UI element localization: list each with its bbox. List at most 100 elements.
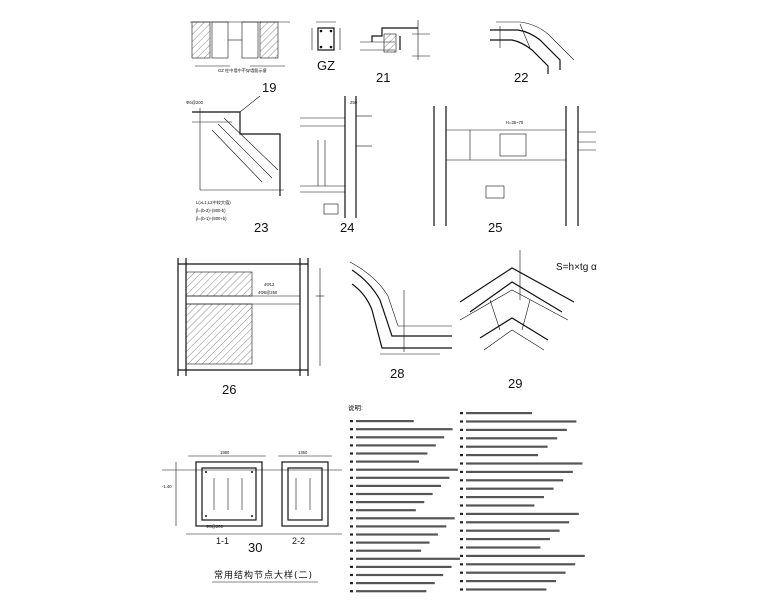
d26-b: 4Φ6@250 bbox=[258, 290, 278, 295]
note-number bbox=[460, 445, 463, 448]
note-number bbox=[350, 565, 353, 568]
note-line bbox=[466, 412, 532, 415]
note-line bbox=[356, 436, 445, 439]
d30-bar: Φ8@200 bbox=[206, 524, 224, 529]
d19-caption: GZ 柱中墙中不穿墙筋示意 bbox=[218, 67, 267, 74]
note-line bbox=[466, 529, 560, 532]
note-line bbox=[466, 479, 564, 482]
notes-right-column bbox=[460, 412, 585, 591]
note-number bbox=[460, 521, 463, 524]
note-number bbox=[350, 444, 353, 447]
detail-19: GZ 柱中墙中不穿墙筋示意 19 bbox=[190, 21, 290, 95]
note-line bbox=[356, 501, 425, 504]
detail-25: H=36~70 25 bbox=[433, 106, 596, 235]
detail-number-23: 23 bbox=[254, 220, 268, 235]
d26-a: 4Φ12 bbox=[264, 282, 275, 287]
note-number bbox=[350, 468, 353, 471]
wall-hatch-left bbox=[191, 21, 211, 59]
note-number bbox=[460, 420, 463, 423]
note-number bbox=[460, 529, 463, 532]
note-line bbox=[466, 462, 583, 465]
infill-top bbox=[185, 271, 253, 297]
note-number bbox=[460, 412, 463, 415]
note-number bbox=[460, 563, 463, 566]
note-line bbox=[356, 533, 438, 536]
section-1-1: 1-1 bbox=[216, 536, 229, 546]
note-number bbox=[460, 428, 463, 431]
svg-text:Φ6@200: Φ6@200 bbox=[186, 100, 204, 105]
note-line bbox=[466, 470, 573, 473]
note-line bbox=[356, 452, 428, 455]
note-line bbox=[356, 565, 452, 568]
detail-22: 22 bbox=[490, 21, 575, 85]
note-line bbox=[356, 573, 444, 577]
pit-section-2 bbox=[281, 461, 329, 527]
note-number bbox=[460, 512, 463, 515]
note-line bbox=[356, 484, 442, 487]
note-line bbox=[356, 428, 453, 431]
note-number bbox=[350, 582, 353, 585]
note-line bbox=[466, 428, 567, 431]
note-line bbox=[466, 512, 579, 515]
note-number bbox=[350, 492, 353, 496]
note-line bbox=[356, 557, 460, 560]
detail-29: S=h×tg α 29 bbox=[459, 250, 597, 391]
notes-title: 说明: bbox=[348, 403, 363, 412]
note-line bbox=[356, 541, 430, 544]
note-number bbox=[350, 420, 353, 423]
detail-30: 1980 1350 -1.40 Φ8@200 1-1 2-2 30 bbox=[162, 450, 342, 555]
note-number bbox=[350, 590, 353, 593]
note-number bbox=[460, 496, 463, 499]
note-line bbox=[466, 420, 577, 423]
note-line bbox=[466, 580, 556, 583]
notes-left-column bbox=[350, 420, 460, 593]
d25-h: H=36~70 bbox=[506, 120, 524, 125]
note-line bbox=[356, 590, 427, 593]
svg-text:β=(b-3)÷(800-b): β=(b-3)÷(800-b) bbox=[196, 208, 226, 213]
note-line bbox=[466, 546, 541, 549]
note-line bbox=[356, 444, 436, 447]
detail-number-24: 24 bbox=[340, 220, 354, 235]
d30-width-1: 1980 bbox=[220, 450, 230, 455]
detail-number-19: 19 bbox=[262, 80, 276, 95]
note-number bbox=[460, 470, 463, 473]
detail-20-gz: GZ bbox=[311, 21, 341, 73]
detail-number-25: 25 bbox=[488, 220, 502, 235]
note-number bbox=[350, 428, 353, 431]
note-number bbox=[460, 437, 463, 440]
note-number bbox=[460, 454, 463, 457]
note-number bbox=[460, 554, 463, 557]
note-line bbox=[466, 487, 554, 490]
note-line bbox=[466, 521, 570, 524]
note-number bbox=[350, 533, 353, 536]
note-number bbox=[350, 476, 353, 479]
note-line bbox=[356, 582, 435, 585]
note-number bbox=[350, 573, 353, 577]
note-number bbox=[350, 452, 353, 455]
note-line bbox=[466, 437, 558, 440]
note-line bbox=[356, 517, 455, 520]
note-number bbox=[460, 538, 463, 541]
d30-width-2: 1350 bbox=[298, 450, 308, 455]
detail-23: Φ6@200 L(≥L1,L2中较大值) β=(b-3)÷(800-b) β=(… bbox=[186, 95, 284, 235]
d30-elev: -1.40 bbox=[162, 484, 172, 489]
note-line bbox=[466, 445, 548, 448]
svg-text:β=(b-1)÷(800+b): β=(b-1)÷(800+b) bbox=[196, 216, 227, 221]
note-line bbox=[356, 509, 416, 512]
note-number bbox=[460, 479, 463, 482]
detail-number-gz: GZ bbox=[317, 58, 335, 73]
note-line bbox=[356, 468, 458, 471]
d24-top: 250 bbox=[350, 100, 358, 105]
note-line bbox=[356, 476, 450, 479]
note-number bbox=[350, 460, 353, 463]
detail-number-22: 22 bbox=[514, 70, 528, 85]
infill-bottom bbox=[185, 303, 253, 365]
wall-hatch-right bbox=[259, 21, 279, 59]
note-number bbox=[350, 517, 353, 520]
note-number bbox=[460, 588, 463, 591]
note-line bbox=[466, 588, 547, 591]
formula: S=h×tg α bbox=[556, 262, 597, 273]
note-line bbox=[356, 420, 414, 423]
note-line bbox=[466, 571, 566, 574]
